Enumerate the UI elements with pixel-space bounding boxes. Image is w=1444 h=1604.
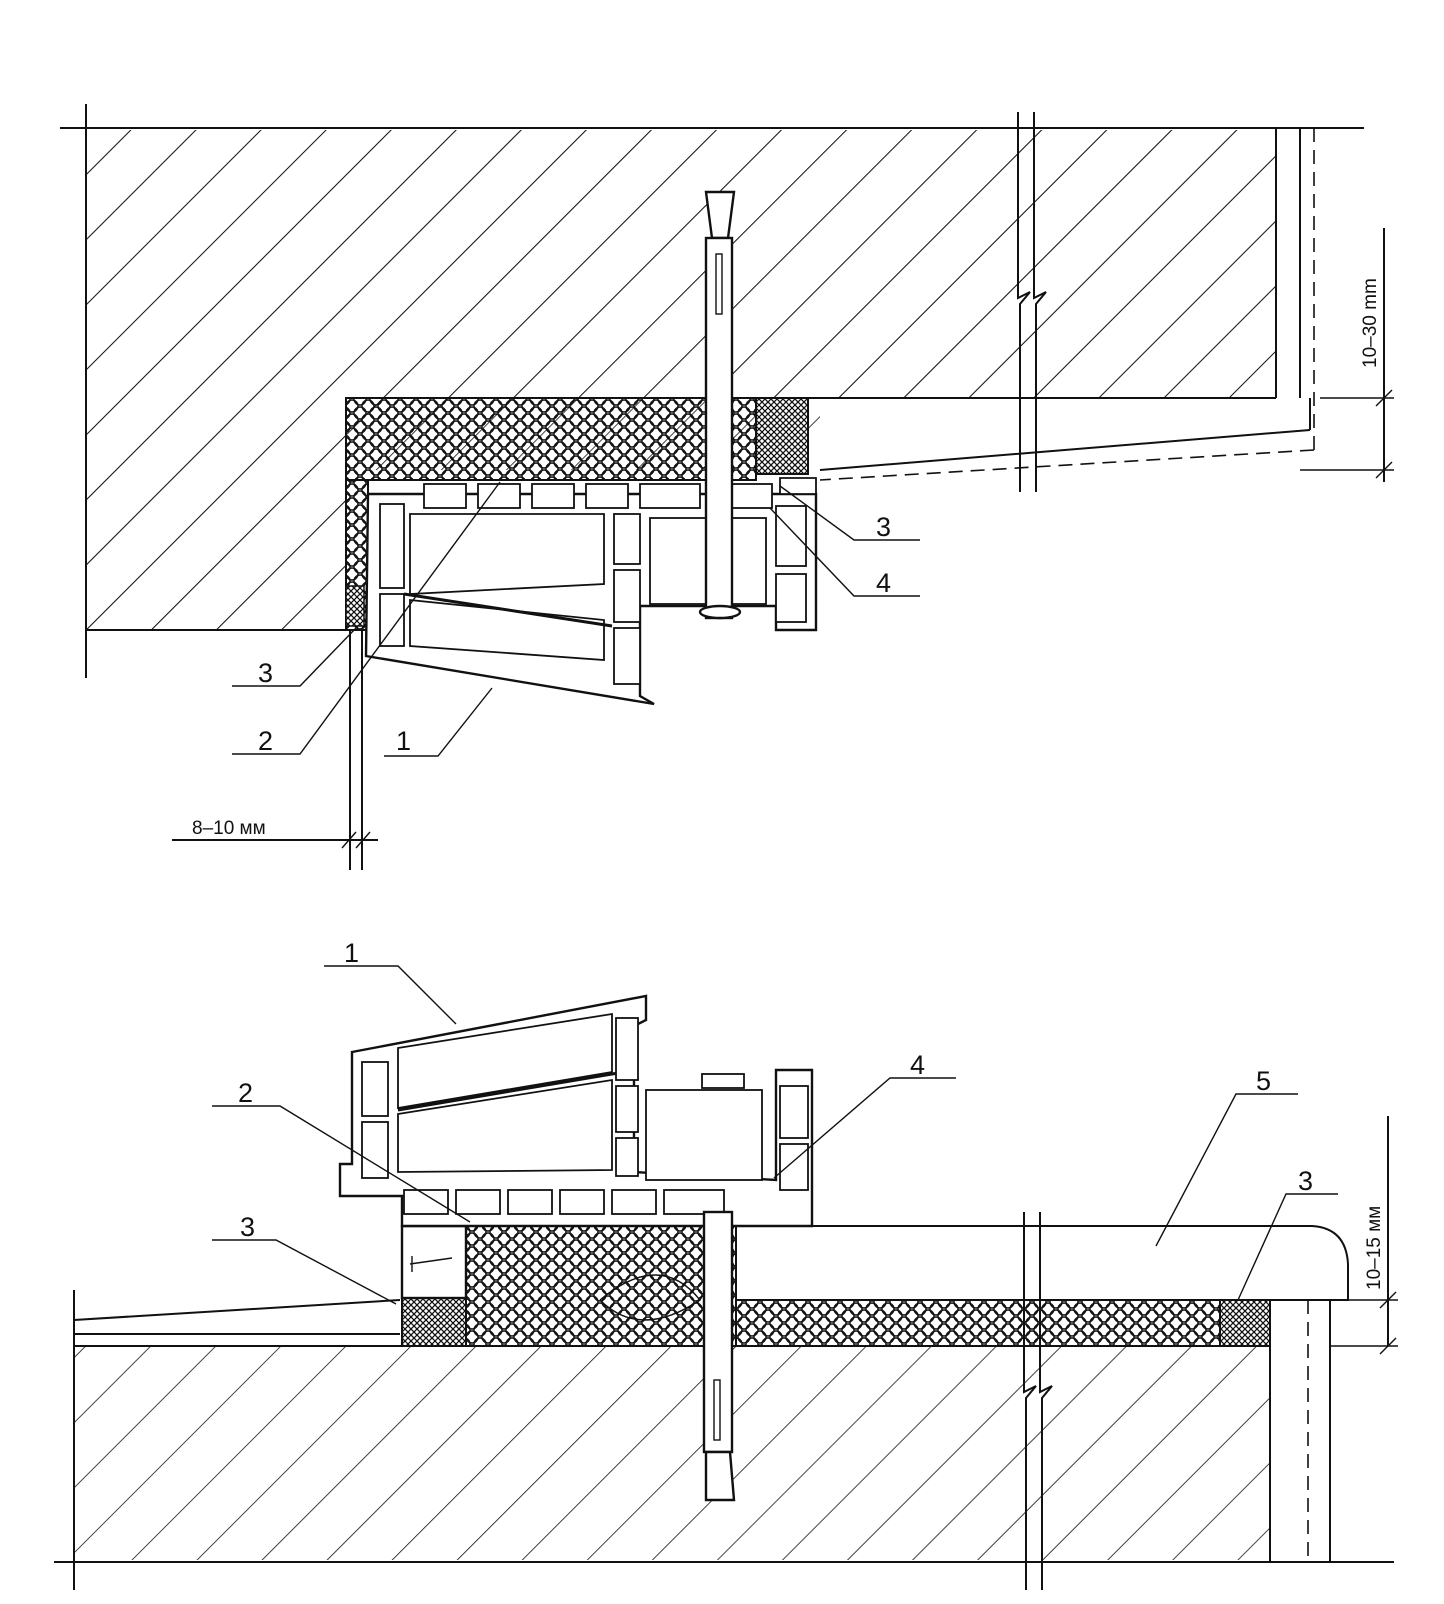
top-dim-horizontal: 8–10 мм (192, 818, 266, 839)
top-callout-2: 2 (258, 726, 273, 756)
top-frame-profile (364, 477, 818, 706)
bottom-callout-3b: 3 (240, 1212, 255, 1242)
top-dim-vertical: 10–30 mm (1360, 278, 1381, 368)
bottom-foam-under-board (735, 1299, 1221, 1347)
bottom-frame-profile (338, 994, 814, 1228)
bottom-anchor-bolt (599, 1210, 736, 1502)
bottom-window-board (736, 1225, 1349, 1301)
bottom-foam-block (465, 1211, 737, 1347)
top-wall-hatch-main (346, 130, 1276, 398)
bottom-seal-left (401, 1297, 467, 1347)
bottom-wall-masonry (74, 1346, 1270, 1560)
top-detail: 3 4 3 2 1 10–30 mm 8–10 мм (60, 104, 1394, 870)
top-callout-3b: 3 (258, 658, 273, 688)
top-callout-1: 1 (396, 726, 411, 756)
bottom-callout-5: 5 (1256, 1066, 1271, 1096)
top-callout-4: 4 (876, 568, 891, 598)
top-wall-hatch-left (86, 130, 346, 630)
top-anchor-bolt (698, 190, 742, 620)
bottom-callout-1: 1 (344, 938, 359, 968)
bottom-seal-right (1219, 1299, 1271, 1347)
top-callout-3a: 3 (876, 512, 891, 542)
bottom-callout-3a: 3 (1298, 1166, 1313, 1196)
top-sealing-tape (755, 397, 809, 475)
bottom-detail: 1 2 4 5 3 3 10–15 мм (54, 938, 1398, 1590)
bottom-callout-2: 2 (238, 1078, 253, 1108)
bottom-dim-vertical: 10–15 мм (1364, 1206, 1385, 1290)
top-foam-insulation (345, 397, 757, 481)
top-sealing-tape-small (345, 585, 365, 627)
bottom-callout-4: 4 (910, 1050, 925, 1080)
